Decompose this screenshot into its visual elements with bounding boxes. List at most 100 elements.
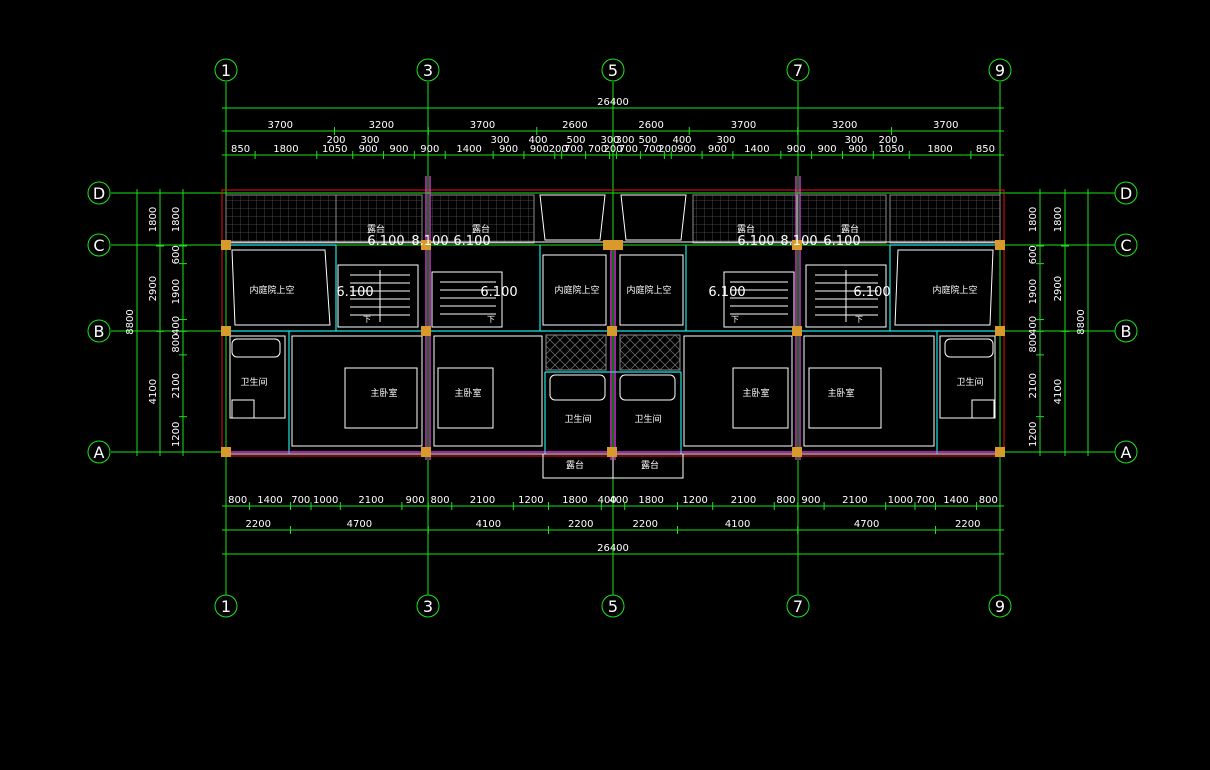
- dim-label: 4700: [854, 519, 879, 530]
- dim-label: 2200: [955, 519, 980, 530]
- bathroom-fixtures: [229, 335, 996, 419]
- dim-label: 800: [1028, 334, 1039, 353]
- axis-bubble-d-left: D: [87, 181, 111, 205]
- svg-text:5: 5: [608, 597, 618, 616]
- axis-bubble-b-right: B: [1114, 319, 1138, 343]
- dim-label: 900: [389, 144, 408, 155]
- bath-label-2: 卫生间: [564, 413, 591, 425]
- dim-label: 700: [588, 144, 607, 155]
- level-mark-9: 6.100: [708, 285, 745, 300]
- stair-down-4: 下: [855, 315, 863, 324]
- balcony-label-3: 露台: [737, 223, 755, 235]
- dim-small-label: 500: [566, 135, 585, 146]
- level-mark-2: 8.100: [411, 234, 448, 249]
- dim-label: 800: [228, 495, 247, 506]
- dim-small-label: 500: [638, 135, 657, 146]
- level-mark-7: 6.100: [336, 285, 373, 300]
- axis-bubbles-left: D C B A: [87, 181, 111, 464]
- dim-small-label: 300: [490, 135, 509, 146]
- dim-label: 850: [231, 144, 250, 155]
- dim-label: 2100: [171, 373, 182, 398]
- bath-label-3: 卫生间: [634, 413, 661, 425]
- master-label-2: 主卧室: [454, 387, 481, 399]
- dim-label: 1800: [927, 144, 952, 155]
- axis-bubbles-bottom: 1 3 5 7 9: [214, 594, 1012, 618]
- svg-text:3: 3: [423, 61, 433, 80]
- axis-bubble-c-left: C: [87, 233, 111, 257]
- courtyard-label-3: 内庭院上空: [626, 284, 671, 296]
- level-mark-1: 6.100: [367, 234, 404, 249]
- dim-label: 700: [916, 495, 935, 506]
- level-mark-4: 6.100: [737, 234, 774, 249]
- dim-label: 2100: [1028, 373, 1039, 398]
- dim-small-label: 300: [716, 135, 735, 146]
- dim-label: 800: [430, 495, 449, 506]
- axis-bubble-5-top: 5: [601, 58, 625, 82]
- master-label-3: 主卧室: [742, 387, 769, 399]
- dim-label: 3700: [933, 120, 958, 131]
- dim-label: 2100: [842, 495, 867, 506]
- dim-label: 800: [979, 495, 998, 506]
- dim-label: 900: [420, 144, 439, 155]
- svg-text:9: 9: [995, 597, 1005, 616]
- dim-label: 900: [818, 144, 837, 155]
- dim-label: 4700: [347, 519, 372, 530]
- dim-label: 900: [359, 144, 378, 155]
- dim-label: 800: [776, 495, 795, 506]
- dim-label: 700: [643, 144, 662, 155]
- level-mark-3: 6.100: [453, 234, 490, 249]
- dim-label: 400: [171, 316, 182, 335]
- dim-label: 600: [171, 245, 182, 264]
- dim-label: 700: [291, 495, 310, 506]
- axis-bubbles-top: 1 3 5 7 9: [214, 58, 1012, 82]
- dim-label: 850: [976, 144, 995, 155]
- dim-label: 2200: [568, 519, 593, 530]
- dim-label: 900: [499, 144, 518, 155]
- dim-label: 900: [406, 495, 425, 506]
- dim-label: 400: [1028, 316, 1039, 335]
- stairs-right: [805, 264, 887, 328]
- svg-text:D: D: [1120, 184, 1132, 203]
- dim-label: 600: [1028, 245, 1039, 264]
- dim-small-label: 200: [878, 135, 897, 146]
- dim-small-label: 200: [326, 135, 345, 146]
- dim-label: 1400: [257, 495, 282, 506]
- dim-label: 1800: [273, 144, 298, 155]
- dim-label: 1200: [1028, 422, 1039, 447]
- dim-label: 1900: [171, 279, 182, 304]
- dim-label: 900: [708, 144, 727, 155]
- dim-label: 400: [598, 495, 617, 506]
- axis-bubble-1-top: 1: [214, 58, 238, 82]
- svg-text:1: 1: [221, 597, 231, 616]
- balcony-hatch-left: [225, 194, 1001, 244]
- courtyard-label-1: 内庭院上空: [249, 284, 294, 296]
- balcony-label-4: 露台: [841, 223, 859, 235]
- terrace-label-2: 露台: [641, 459, 659, 471]
- dim-small-label: 300: [844, 135, 863, 146]
- axis-bubble-3-bottom: 3: [416, 594, 440, 618]
- terrace-label-1: 露台: [566, 459, 584, 471]
- bath-label-1: 卫生间: [240, 376, 267, 388]
- axis-bubble-a-right: A: [1114, 440, 1138, 464]
- level-mark-6: 6.100: [823, 234, 860, 249]
- svg-text:A: A: [94, 443, 105, 462]
- dim-label: 1800: [562, 495, 587, 506]
- dim-label: 3200: [369, 120, 394, 131]
- svg-text:B: B: [94, 322, 105, 341]
- balcony-label-1: 露台: [367, 223, 385, 235]
- svg-text:7: 7: [793, 597, 803, 616]
- dim-label: 900: [530, 144, 549, 155]
- dim-label: 1000: [313, 495, 338, 506]
- dim-label: 200: [658, 144, 677, 155]
- bath-label-4: 卫生间: [956, 376, 983, 388]
- dim-label: 1400: [456, 144, 481, 155]
